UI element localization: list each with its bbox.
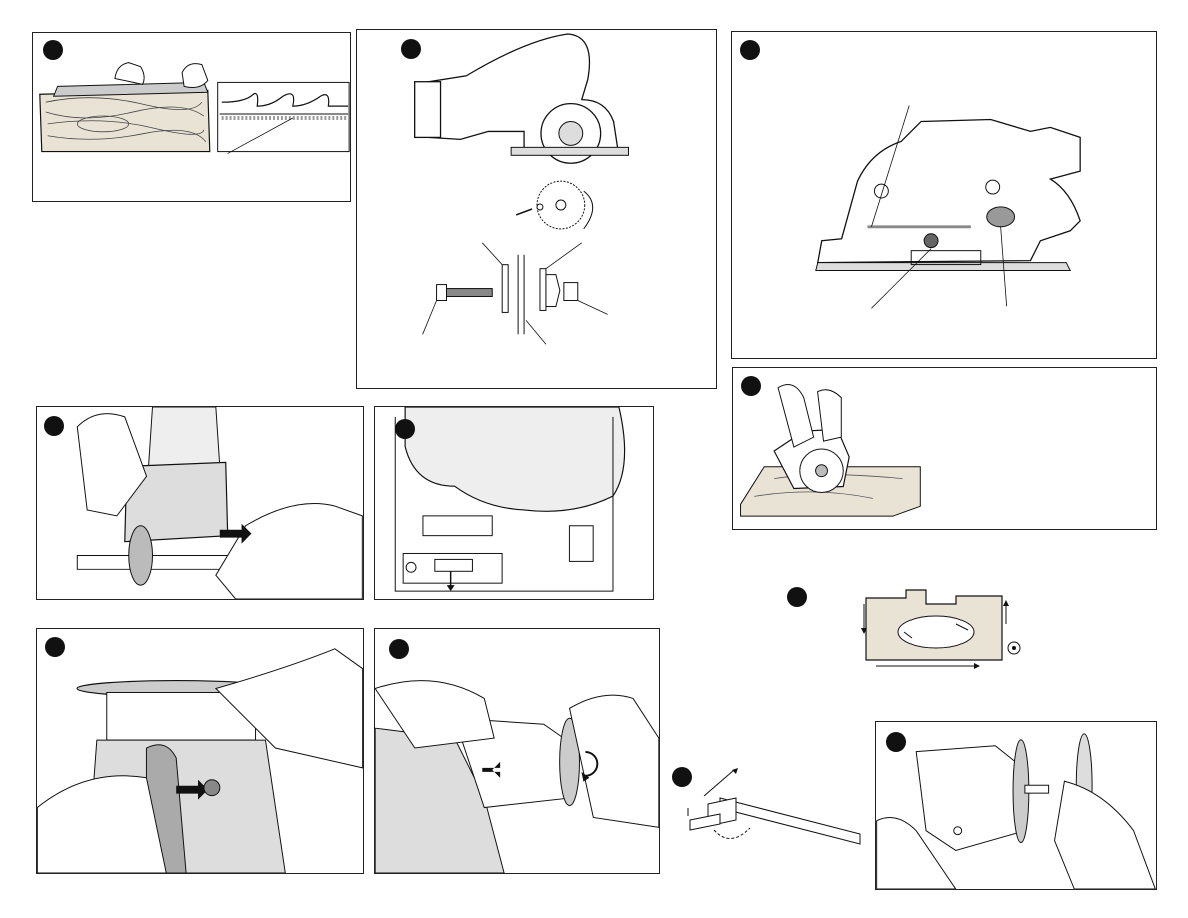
step-marker-icon (45, 637, 65, 657)
figure-edge-guide (680, 768, 864, 848)
lock-button-icon (37, 407, 363, 599)
figure-hands-button (36, 406, 364, 600)
plunge-cut-icon (733, 368, 1156, 529)
step-marker-icon (395, 419, 415, 439)
edge-guide-icon (680, 768, 864, 848)
figure-blade-cut (32, 32, 351, 202)
step-marker-icon (389, 639, 409, 659)
cutting-path-icon (856, 584, 1028, 672)
shoe-slot-icon (375, 407, 653, 599)
figure-attachment-remove (875, 721, 1157, 890)
rotate-arrow-icon (375, 629, 659, 873)
step-marker-icon (44, 416, 64, 436)
step-marker-icon (787, 587, 807, 607)
figure-shoe-slot (374, 406, 654, 600)
figure-plunge-cut (732, 367, 1157, 530)
depth-scale-icon (732, 32, 1156, 358)
release-arrow-icon (37, 629, 363, 873)
step-marker-icon (401, 39, 421, 59)
figure-blade-assembly (356, 29, 717, 389)
remove-disc-icon (876, 722, 1156, 889)
step-marker-icon (740, 40, 760, 60)
blade-exploded-view-icon (357, 30, 716, 388)
figure-depth-adjust (731, 31, 1157, 359)
figure-attachment-rotate (374, 628, 660, 874)
step-marker-icon (741, 376, 761, 396)
figure-cutting-path (856, 584, 1028, 672)
figure-attachment-release (36, 628, 364, 874)
blade-tooth-detail-icon (33, 33, 350, 201)
step-marker-icon (886, 732, 906, 752)
step-marker-icon (43, 40, 63, 60)
